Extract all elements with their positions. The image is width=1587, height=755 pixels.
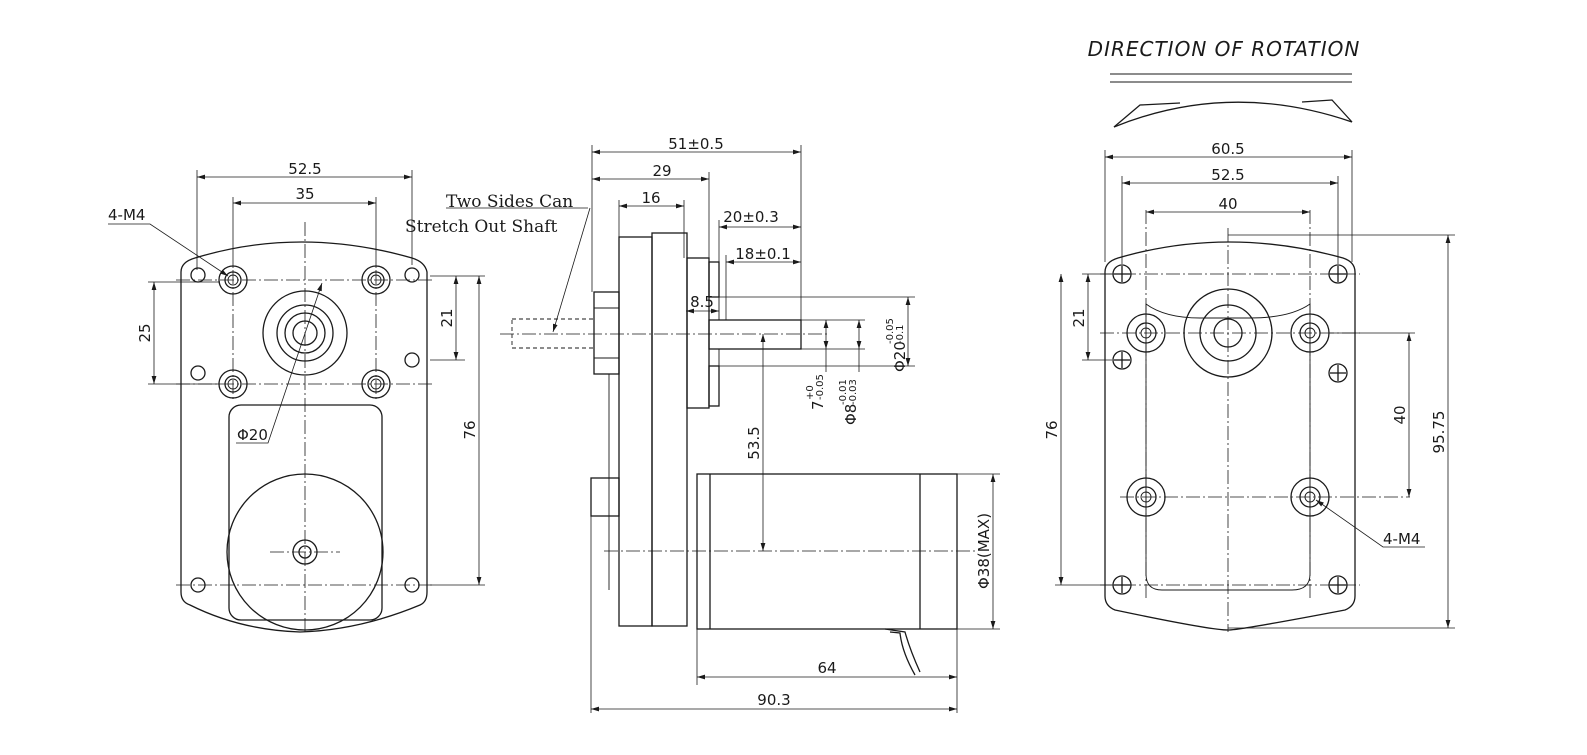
side-motor-body (696, 473, 958, 630)
front-thread-label: 4-M4 (108, 206, 145, 224)
front-housing-outline (180, 241, 428, 633)
side-dim-20: 20±0.3 (723, 208, 779, 226)
side-plate-3 (686, 257, 710, 409)
rear-dim-52-5: 52.5 (1211, 166, 1244, 184)
rotation-arrow-left (1113, 102, 1181, 128)
rear-hole-bl (1126, 477, 1166, 517)
side-motor-diameter: Φ38(MAX) (975, 513, 993, 589)
side-motor-wire (884, 628, 921, 673)
rear-dim-95-75: 95.75 (1430, 411, 1448, 454)
side-boss-bottom (708, 365, 720, 407)
rear-dim-60-5: 60.5 (1211, 140, 1244, 158)
front-dim-52-5: 52.5 (288, 160, 321, 178)
side-boss-tol-lower: -0.1 (895, 324, 906, 344)
front-corner-hole (190, 365, 206, 381)
side-shaft-tol-lower: -0.03 (848, 379, 859, 405)
side-shaft-tol-upper: -0.01 (838, 379, 849, 405)
side-dim-90-3: 90.3 (757, 691, 790, 709)
side-shaft-diameter: Φ8 (842, 404, 860, 425)
rotation-arrow-right (1301, 99, 1353, 123)
rotation-arc (1113, 101, 1353, 128)
rear-dim-40-right: 40 (1391, 405, 1409, 424)
rear-screw (1328, 264, 1348, 284)
front-corner-hole (404, 267, 420, 283)
front-corner-hole (190, 577, 206, 593)
front-dim-25: 25 (136, 323, 154, 342)
side-boss-tol-upper: -0.05 (885, 318, 896, 344)
note-line-2: Stretch Out Shaft (405, 217, 558, 237)
side-dim-64: 64 (817, 659, 836, 677)
side-dim-16: 16 (641, 189, 660, 207)
side-dim-53-5: 53.5 (745, 426, 763, 459)
rear-hole-br (1290, 477, 1330, 517)
rear-hub (1183, 288, 1273, 378)
side-plate-2 (651, 232, 688, 627)
front-view: 52.5 35 4-M4 25 21 76 Φ20 (108, 160, 485, 633)
rear-view: DIRECTION OF ROTATION (1043, 37, 1455, 632)
side-boss-diameter: Φ20 (891, 341, 909, 372)
rear-screw (1112, 350, 1132, 370)
side-dim-51: 51±0.5 (668, 135, 724, 153)
rear-thread-label: 4-M4 (1383, 530, 1420, 548)
side-plate-1 (618, 236, 653, 627)
front-motor-housing (228, 404, 383, 621)
rear-hole-tl (1126, 313, 1166, 353)
rear-dim-21: 21 (1070, 308, 1088, 327)
side-view: 51±0.5 29 16 20±0.3 18±0.1 8.5 Φ20 -0.05… (405, 135, 1000, 713)
side-optional-shaft (511, 318, 595, 349)
side-flat-depth: 7 (809, 400, 827, 410)
rear-housing-outline (1104, 241, 1356, 631)
front-corner-hole (404, 577, 420, 593)
rear-hole-tr (1290, 313, 1330, 353)
note-line-1: Two Sides Can (446, 192, 573, 212)
side-boss-top (708, 261, 720, 298)
rear-screw (1328, 575, 1348, 595)
side-flat-tol-upper: +0 (805, 385, 816, 400)
rear-screw (1112, 575, 1132, 595)
side-flat-tol-lower: -0.05 (815, 374, 826, 400)
front-dim-21: 21 (438, 308, 456, 327)
front-corner-hole (404, 352, 420, 368)
rear-screw (1112, 264, 1132, 284)
front-dim-35: 35 (295, 185, 314, 203)
front-dim-76: 76 (461, 420, 479, 439)
side-output-shaft (708, 319, 802, 350)
front-hub (262, 290, 348, 376)
side-left-lug (590, 477, 620, 517)
side-dim-8-5: 8.5 (690, 293, 714, 311)
rear-dim-40-top: 40 (1218, 195, 1237, 213)
direction-of-rotation-title: DIRECTION OF ROTATION (1088, 37, 1361, 61)
side-dim-29: 29 (652, 162, 671, 180)
rear-screw (1328, 363, 1348, 383)
side-left-boss (593, 291, 620, 375)
rear-dim-76: 76 (1043, 420, 1061, 439)
front-hub-diameter: Φ20 (237, 426, 268, 444)
front-motor-circle (226, 473, 384, 631)
front-hole-br (361, 369, 391, 399)
side-dim-18: 18±0.1 (735, 245, 791, 263)
